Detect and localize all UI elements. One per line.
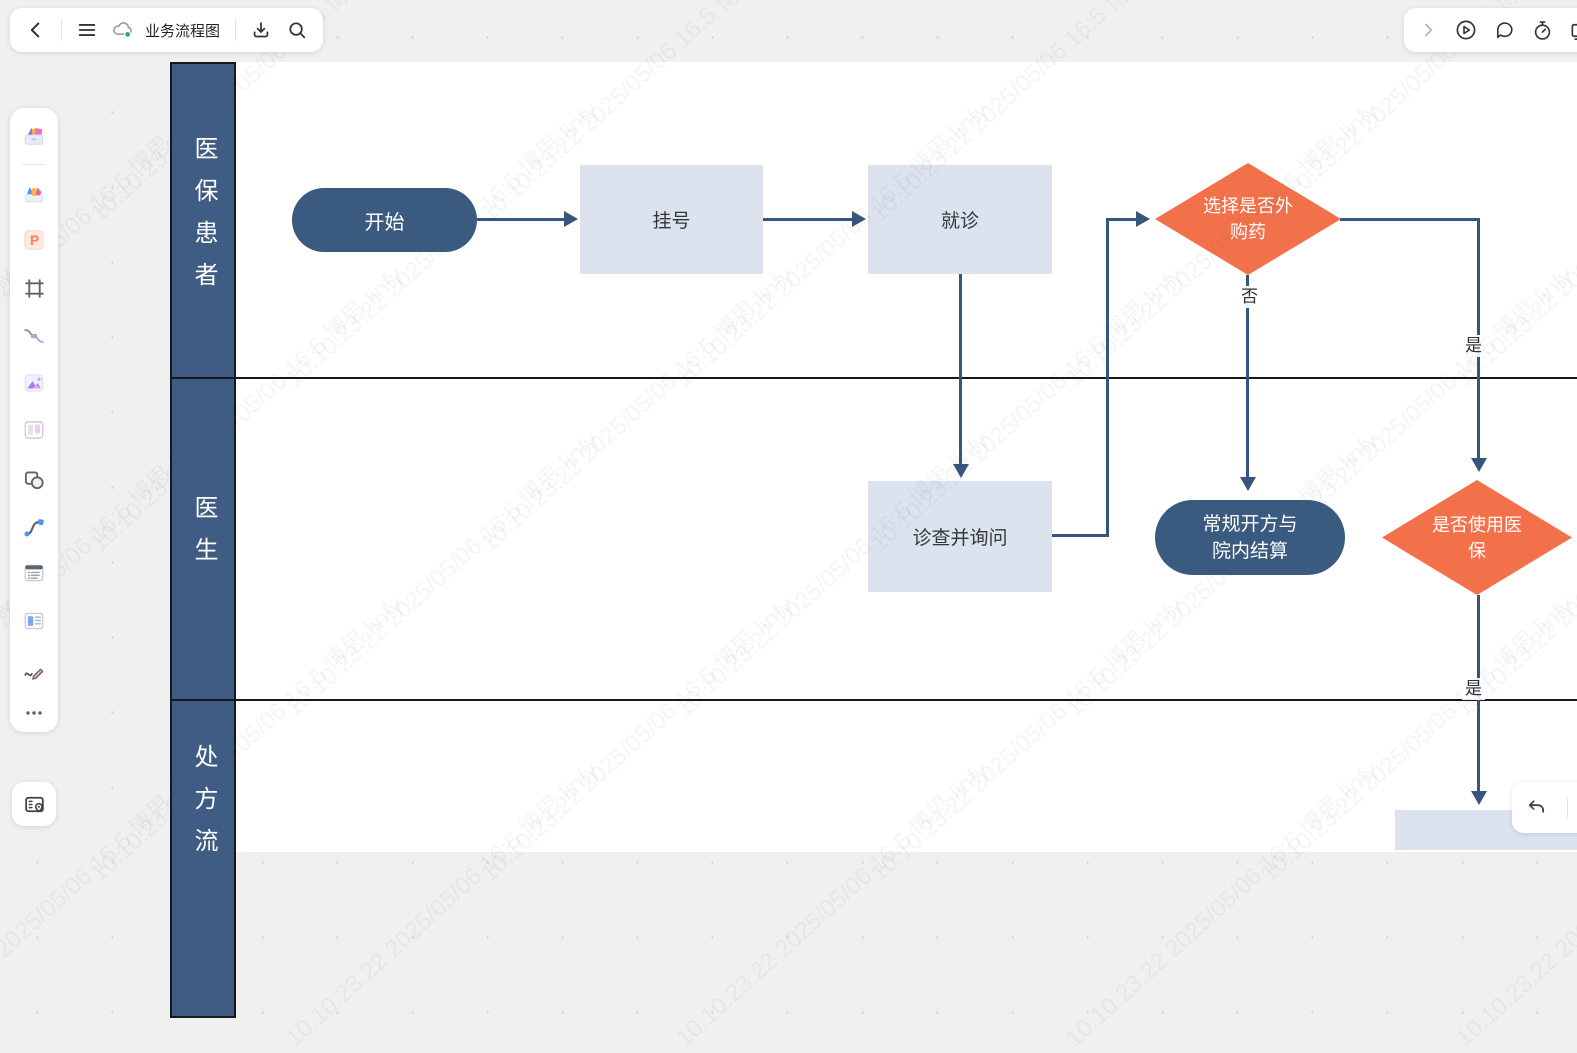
edge-examine-decision-b[interactable]: [1106, 218, 1109, 537]
notes-list-button[interactable]: [18, 557, 50, 589]
tools-sidebar: P: [10, 108, 58, 732]
cloud-sync-icon: [111, 18, 135, 42]
node-label: 就诊: [941, 206, 979, 233]
shape-library-button[interactable]: [18, 119, 50, 151]
chevron-right-icon: [1418, 20, 1438, 40]
arrowhead: [1240, 477, 1256, 491]
curve-connector-icon: [21, 514, 47, 540]
more-icon: [22, 701, 46, 725]
timer-icon: [1531, 19, 1554, 42]
back-button[interactable]: [20, 14, 52, 46]
more-tools-button[interactable]: [18, 697, 50, 729]
cloud-sync-status[interactable]: [107, 14, 139, 46]
layout-button[interactable]: [18, 605, 50, 637]
overview-map-button[interactable]: [12, 782, 56, 826]
export-button[interactable]: [245, 14, 277, 46]
edge-decision-yes-a[interactable]: [1340, 218, 1480, 221]
components-button[interactable]: [18, 177, 50, 209]
arrowhead: [953, 464, 969, 478]
lane-header-patient[interactable]: 医保患者: [170, 62, 236, 378]
node-examine[interactable]: 诊查并询问: [868, 481, 1052, 592]
present-button[interactable]: [1564, 14, 1577, 46]
toolbar-left: 业务流程图: [10, 8, 323, 52]
node-label: 常规开方与院内结算: [1195, 511, 1305, 565]
basic-shapes-icon: [21, 467, 47, 493]
freehand-pen-icon: [21, 657, 47, 683]
present-icon: [1569, 19, 1577, 42]
ai-image-button[interactable]: [18, 367, 50, 399]
lane-label: 医保患者: [191, 136, 215, 304]
timer-button[interactable]: [1526, 14, 1558, 46]
search-icon: [286, 19, 308, 41]
comments-button[interactable]: [1488, 14, 1520, 46]
node-label: 诊查并询问: [912, 523, 1007, 550]
kanban-icon: [21, 417, 47, 443]
back-icon: [25, 19, 47, 41]
lane-divider-1: [170, 377, 1577, 379]
lane-header-doctor[interactable]: 医生: [170, 376, 236, 700]
lane-divider-2: [170, 699, 1577, 701]
comment-icon: [1493, 19, 1516, 42]
lane-label: 医生: [191, 495, 215, 579]
node-label: 开始: [365, 206, 405, 235]
connector-merge-icon: [21, 323, 47, 349]
notes-list-icon: [21, 560, 47, 586]
history-panel: [1512, 782, 1577, 833]
ai-image-icon: [21, 370, 47, 396]
p-letter: P: [30, 233, 39, 248]
shape-library-icon: [21, 122, 47, 148]
divider: [235, 19, 236, 41]
play-icon: [1454, 18, 1478, 42]
connector-merge-button[interactable]: [18, 320, 50, 352]
edge-examine-decision-c[interactable]: [1106, 218, 1136, 221]
undo-icon: [1525, 796, 1548, 819]
edge-label-yes-1[interactable]: 是: [1462, 335, 1485, 357]
layout-icon: [21, 608, 47, 634]
edge-examine-decision-a[interactable]: [1052, 534, 1109, 537]
freehand-pen-button[interactable]: [18, 654, 50, 686]
menu-button[interactable]: [71, 14, 103, 46]
edge-label-yes-2[interactable]: 是: [1462, 678, 1485, 700]
lane-label: 处方流: [191, 744, 215, 870]
collapse-panel-button[interactable]: [1412, 14, 1444, 46]
basic-shapes-button[interactable]: [18, 464, 50, 496]
arrowhead: [1136, 211, 1150, 227]
curve-connector-button[interactable]: [18, 511, 50, 543]
toolbar-right: [1404, 8, 1577, 52]
overview-map-icon: [22, 792, 47, 817]
arrowhead: [564, 211, 578, 227]
node-register[interactable]: 挂号: [580, 165, 763, 274]
node-regular-prescription[interactable]: 常规开方与院内结算: [1155, 500, 1345, 575]
edge-register-visit[interactable]: [763, 218, 852, 221]
processon-button[interactable]: P: [18, 224, 50, 256]
lane-header-prescription[interactable]: 处方流: [170, 698, 236, 1018]
node-start[interactable]: 开始: [292, 188, 477, 252]
node-visit[interactable]: 就诊: [868, 165, 1052, 274]
undo-button[interactable]: [1520, 792, 1552, 824]
search-button[interactable]: [281, 14, 313, 46]
arrowhead: [852, 211, 866, 227]
edge-label-no[interactable]: 否: [1238, 286, 1261, 308]
node-label: 选择是否外购药: [1199, 193, 1297, 245]
components-icon: [21, 180, 47, 206]
menu-icon: [76, 19, 98, 41]
node-label: 挂号: [652, 206, 690, 233]
node-label: 是否使用医保: [1428, 512, 1526, 564]
frame-icon: [22, 276, 47, 301]
divider: [1567, 797, 1568, 819]
divider: [22, 164, 46, 165]
document-title[interactable]: 业务流程图: [145, 20, 220, 41]
frame-button[interactable]: [18, 272, 50, 304]
arrowhead: [1471, 458, 1487, 472]
divider: [61, 19, 62, 41]
kanban-button[interactable]: [18, 414, 50, 446]
arrowhead: [1471, 791, 1487, 805]
processon-p-icon: P: [21, 227, 47, 253]
edge-start-register[interactable]: [477, 218, 566, 221]
edge-visit-examine[interactable]: [959, 274, 962, 464]
play-button[interactable]: [1450, 14, 1482, 46]
export-icon: [250, 19, 272, 41]
